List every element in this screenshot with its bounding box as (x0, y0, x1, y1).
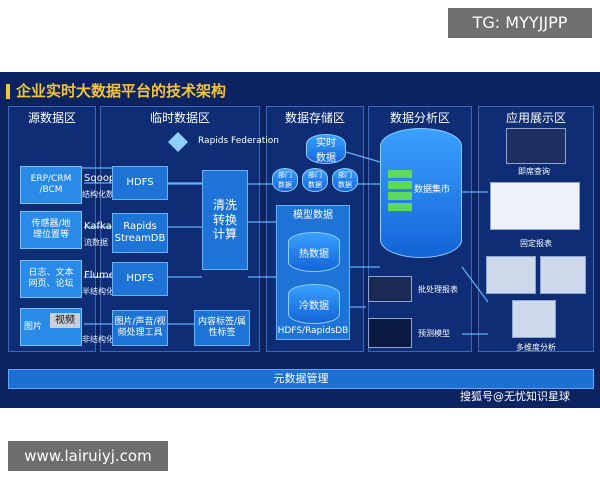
fixed-report-label: 固定报表 (520, 239, 552, 248)
fixed-report-thumb (490, 182, 580, 230)
batch-report-thumb (368, 276, 412, 302)
temp-hdfs-2: HDFS (112, 262, 168, 296)
source-sensor: 传感器/地 理位置等 (20, 211, 82, 249)
title-accent-bar (6, 84, 10, 99)
storage-section-title: 数据存储区 (284, 111, 345, 125)
structured-data-label: 结构化数据 (82, 190, 122, 199)
multidim-thumb-1 (486, 256, 536, 294)
data-mart-rows (388, 170, 412, 220)
mart-row (388, 170, 412, 178)
sohu-credit: 搜狐号@无忧知识星球 (460, 390, 570, 403)
cold-data: 冷数据 (288, 284, 340, 324)
metadata-management-bar: 元数据管理 (8, 369, 594, 389)
source-log-text: 日志、文本 网页、论坛 (20, 260, 82, 298)
multidim-thumb-2 (540, 256, 586, 294)
multidim-label: 多维度分析 (516, 343, 556, 352)
rapids-federation-label: Rapids Federation (198, 136, 279, 146)
kafka-label: Kafka (84, 221, 112, 232)
display-section-title: 应用展示区 (505, 111, 566, 125)
temp-media-tools: 图片/声音/视 频处理工具 (112, 310, 168, 346)
unstructured-label: 非结构化 (82, 335, 114, 344)
temp-rapids-streamdb: Rapids StreamDB (112, 213, 168, 253)
connector-lines (43, 132, 489, 335)
stream-data-label: 流数据 (84, 238, 108, 247)
clean-transform-box: 清洗 转换 计算 (202, 170, 248, 270)
semi-structured-label: 半结构化 (82, 287, 114, 296)
diagram-title: 企业实时大数据平台的技术架构 (16, 82, 227, 100)
dept-data-2: 部门 数据 (302, 168, 328, 192)
sqoop-label: Sqoop (84, 173, 116, 184)
instant-query-label: 即席查询 (518, 167, 550, 176)
tag-box: 内容标签/属 性标签 (194, 310, 250, 346)
dept-data-3: 部门 数据 (332, 168, 358, 192)
batch-report-label: 批处理报表 (418, 285, 458, 294)
tg-tag: TG: MYYJJPP (448, 8, 592, 38)
temp-hdfs-1: HDFS (112, 166, 168, 200)
mart-row (388, 203, 412, 211)
source-erp-crm: ERP/CRM /BCM (20, 166, 82, 204)
mart-row (388, 181, 412, 189)
url-tag: www.lairuiyj.com (8, 441, 168, 471)
source-section-title: 源数据区 (27, 111, 76, 125)
predict-model-thumb (368, 318, 412, 348)
mart-row (388, 192, 412, 200)
hdfs-rapidsdb-label: HDFS/RapidsDB (277, 326, 349, 336)
instant-query-thumb (506, 128, 566, 164)
predict-model-label: 预测模型 (418, 329, 450, 338)
hot-data: 热数据 (288, 232, 340, 272)
multidim-thumb-3 (512, 300, 556, 338)
realtime-data: 实时 数据 (306, 134, 346, 164)
data-mart-label: 数据集市 (414, 185, 451, 195)
dept-data-1: 部门 数据 (272, 168, 298, 192)
video-label: 视频 (50, 313, 80, 328)
temp-section-title: 临时数据区 (149, 111, 210, 125)
model-data-label: 模型数据 (293, 210, 333, 221)
analysis-section-title: 数据分析区 (389, 111, 450, 125)
flume-label: Flume (84, 270, 115, 281)
